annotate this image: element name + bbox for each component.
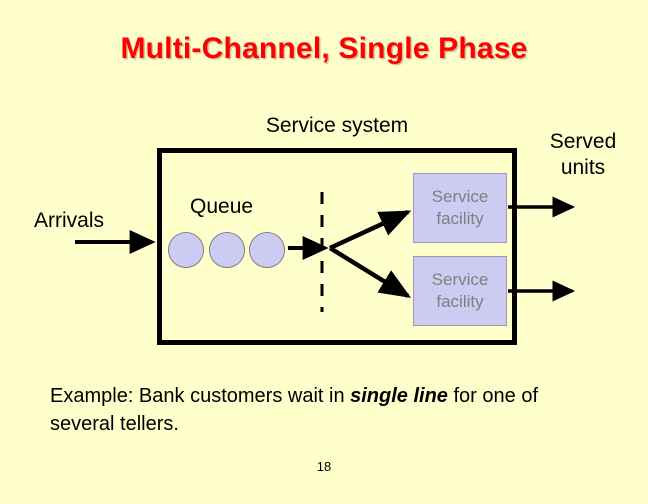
example-suffix: for one of several tellers. <box>50 385 538 436</box>
page-title: Multi-Channel, Single Phase <box>120 32 528 65</box>
service-facility-line1: Service <box>431 186 489 206</box>
service-facility-box: Service facility <box>413 256 507 326</box>
queue-unit-circle <box>249 232 285 268</box>
page-number: 18 <box>316 459 332 474</box>
queue-label: Queue <box>190 195 254 218</box>
queue-unit-circle <box>209 232 245 268</box>
queue-unit-circle <box>168 232 204 268</box>
example-text: Example: Bank customers wait in single l… <box>50 382 550 439</box>
service-system-boundary <box>157 148 517 345</box>
example-emphasis: single line <box>350 385 448 407</box>
service-facility-box: Service facility <box>413 173 507 243</box>
service-facility-line2: facility <box>436 292 484 311</box>
arrivals-label: Arrivals <box>34 209 105 232</box>
service-facility-line2: facility <box>436 209 484 228</box>
served-units-label: Served units <box>549 130 617 179</box>
service-facility-line1: Service <box>431 269 489 289</box>
service-system-label: Service system <box>265 114 409 137</box>
example-prefix: Example: Bank customers wait in <box>50 385 351 407</box>
